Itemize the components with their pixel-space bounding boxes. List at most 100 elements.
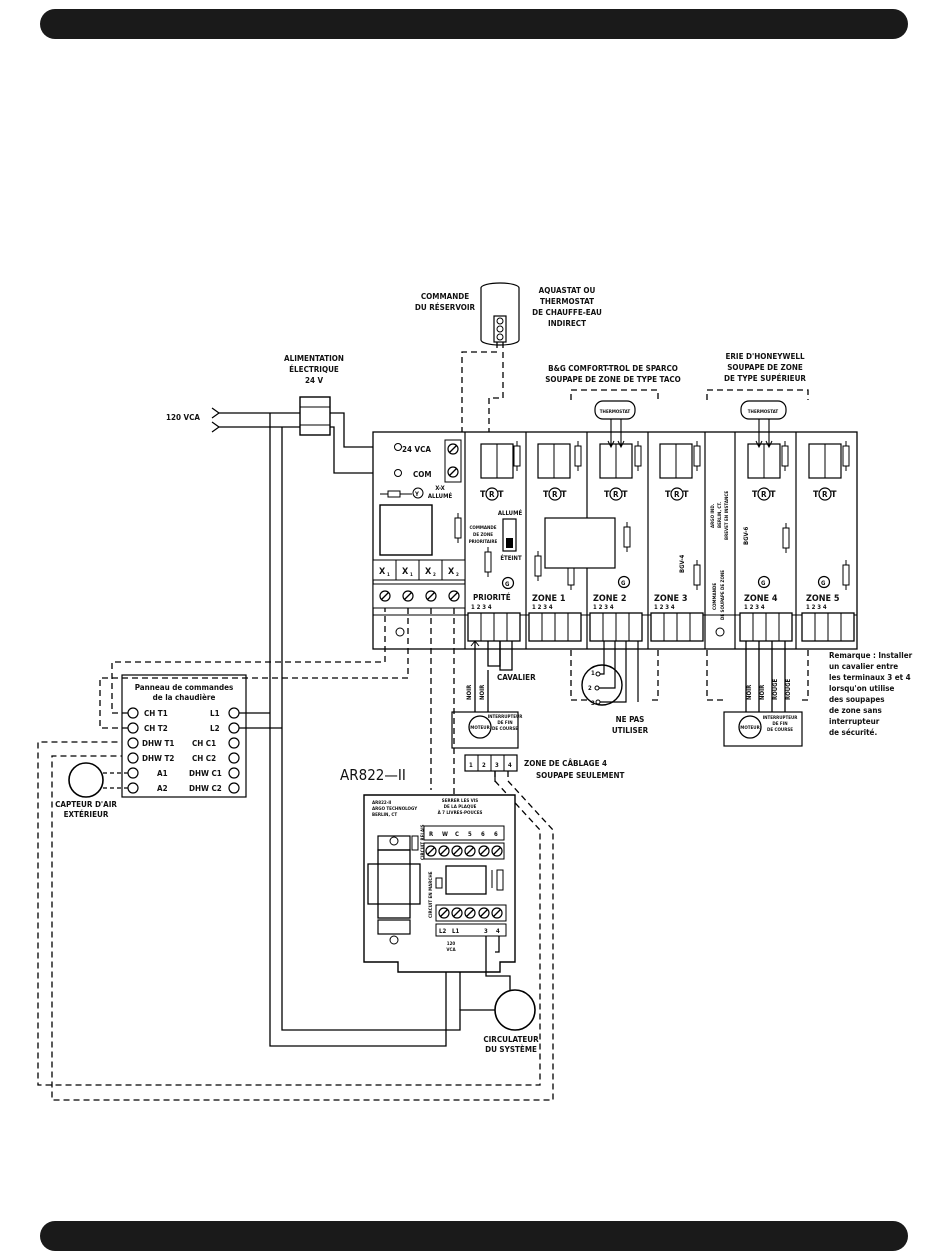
svg-text:2: 2 (482, 762, 486, 769)
noir-label-3: NOIR (746, 684, 753, 700)
end-switch-label-1c: DE COURSE (492, 726, 518, 732)
svg-text:G: G (621, 580, 626, 587)
footer-bar (40, 1221, 908, 1251)
svg-text:Y: Y (414, 491, 419, 498)
bot-term-l2: L2 (439, 928, 446, 935)
circulator-pump (494, 989, 536, 1031)
eteint-label: ÉTEINT (500, 554, 522, 562)
top-term-6b: 6 (494, 831, 498, 838)
remarque-4: lorsqu'on utilise (829, 684, 895, 693)
outdoor-sensor-label-1: CAPTEUR D'AIR (55, 800, 117, 809)
pin-1: 1 (591, 670, 595, 677)
svg-text:G: G (505, 581, 510, 588)
wiring-zone4-label-1: ZONE DE CÂBLAGE 4 (524, 757, 607, 768)
rouge-label-2: ROUGE (785, 678, 792, 700)
aquastat-device (480, 282, 520, 346)
taco-group-label-1: B&G COMFORT-TROL DE SPARCO (548, 364, 678, 373)
vca-120-label: 120 VCA (166, 413, 200, 422)
boiler-panel-title-2: de la chaudière (153, 692, 216, 702)
x-terminal-1-sub: 1 (387, 572, 390, 578)
power-supply-label-3: 24 V (305, 376, 324, 385)
pin-2: 2 (588, 685, 592, 692)
ne-pas-label: NE PAS (616, 715, 645, 724)
boiler-right-2: L2 (210, 724, 220, 733)
zone-1-digits: 1 2 3 4 (532, 604, 553, 611)
boiler-left-2: CH T2 (144, 724, 168, 733)
allume-label: ALLUMÉ (498, 509, 523, 517)
boiler-left-6: A2 (157, 784, 168, 793)
end-switch-label-2c: DE COURSE (767, 727, 793, 733)
priority-digits: 1 2 3 4 (471, 604, 492, 611)
plate-note-2: DE LA PLAQUE (444, 804, 477, 810)
argo-vertical-3: BREVET EN INSTANCE (724, 491, 730, 540)
erie-group-label-1: ERIE D'HONEYWELL (725, 352, 804, 361)
priority-cmd-label-1: COMMANDE (469, 525, 496, 531)
circuit-en-marche: CIRCUIT EN MARCHE (428, 871, 434, 918)
rouge-label-1: ROUGE (772, 678, 779, 700)
bot-term-3: 3 (484, 928, 488, 935)
boiler-right-5: DHW C1 (189, 769, 222, 778)
bot-term-l1: L1 (452, 928, 459, 935)
x-terminal-4: X (448, 567, 455, 577)
boiler-left-4: DHW T2 (142, 754, 174, 763)
boiler-right-1: L1 (210, 709, 220, 718)
zone-4-digits: 1 2 3 4 (744, 604, 765, 611)
zone-1-label: ZONE 1 (532, 594, 566, 604)
zone-5-label: ZONE 5 (806, 594, 840, 604)
ar822-plate-2: ARGO TECHNOLOGY (372, 806, 417, 812)
thermostat-label-2: THERMOSTAT (600, 409, 631, 415)
x-terminal-3-sub: 2 (433, 572, 436, 578)
remarque-6: de zone sans (829, 706, 882, 715)
top-term-5: 5 (468, 831, 472, 838)
svg-text:4: 4 (508, 762, 512, 769)
top-term-c: C (455, 831, 459, 838)
boiler-left-5: A1 (157, 769, 168, 778)
boiler-right-4: CH C2 (192, 754, 216, 763)
boiler-panel (121, 674, 247, 798)
aquastat-label-1: AQUASTAT OU (539, 286, 596, 295)
zone-cmd-vertical-1: COMMANDE (712, 583, 718, 610)
zone-5-digits: 1 2 3 4 (806, 604, 827, 611)
zone-3-digits: 1 2 3 4 (654, 604, 675, 611)
power-supply-label-2: ÉLECTRIQUE (289, 363, 339, 374)
erie-group-label-2: SOUPAPE DE ZONE (727, 363, 803, 372)
boiler-left-1: CH T1 (144, 709, 168, 718)
outdoor-sensor-label-2: EXTÉRIEUR (64, 808, 109, 819)
svg-text:1: 1 (469, 762, 473, 769)
zone-3-label: ZONE 3 (654, 594, 688, 604)
boiler-panel-title-1: Panneau de commandes (135, 683, 234, 692)
aquastat-label-2: THERMOSTAT (540, 297, 594, 306)
utiliser-label: UTILISER (612, 726, 649, 735)
bot-term-4: 4 (496, 928, 500, 935)
priority-cmd-label-3: PRIORITAIRE (469, 539, 498, 545)
zone-2-digits: 1 2 3 4 (593, 604, 614, 611)
tank-control-label-2: DU RÉSERVOIR (415, 301, 476, 312)
plate-note-3: À 7 LIVRES-POUCES (438, 809, 483, 816)
tank-control-label-1: COMMANDE (421, 292, 469, 301)
end-switch-label-1a: INTERRUPTEUR (488, 714, 524, 720)
com-label: COM (413, 470, 432, 479)
plate-note-1: SERRER LES VIS (442, 798, 479, 804)
priority-label: PRIORITÉ (473, 591, 511, 602)
top-term-r: R (429, 831, 434, 838)
top-term-6a: 6 (481, 831, 485, 838)
zone-4-label: ZONE 4 (744, 594, 778, 604)
svg-text:G: G (821, 580, 826, 587)
pin-3: 3 (591, 700, 595, 707)
svg-text:G: G (761, 580, 766, 587)
motor-label-1: MOTEUR (470, 725, 490, 731)
remarque-1: Remarque : Installer (829, 651, 913, 660)
transformer (299, 396, 331, 436)
boiler-right-3: CH C1 (192, 739, 216, 748)
argo-vertical-2: BERLIN, CT. (717, 502, 723, 528)
ar822-plate-3: BERLIN, CT (372, 812, 397, 818)
remarque-2: un cavalier entre (829, 662, 898, 671)
boiler-left-3: DHW T1 (142, 739, 174, 748)
top-term-w: W (442, 831, 448, 838)
circuit-relais: CIRCUIT RELAIS (420, 824, 426, 860)
taco-group-label-2: SOUPAPE DE ZONE DE TYPE TACO (545, 375, 681, 384)
vca-small-2: VCA (446, 947, 456, 953)
thermostat-zone-4 (740, 400, 787, 449)
xx-label: X-X (435, 485, 445, 492)
